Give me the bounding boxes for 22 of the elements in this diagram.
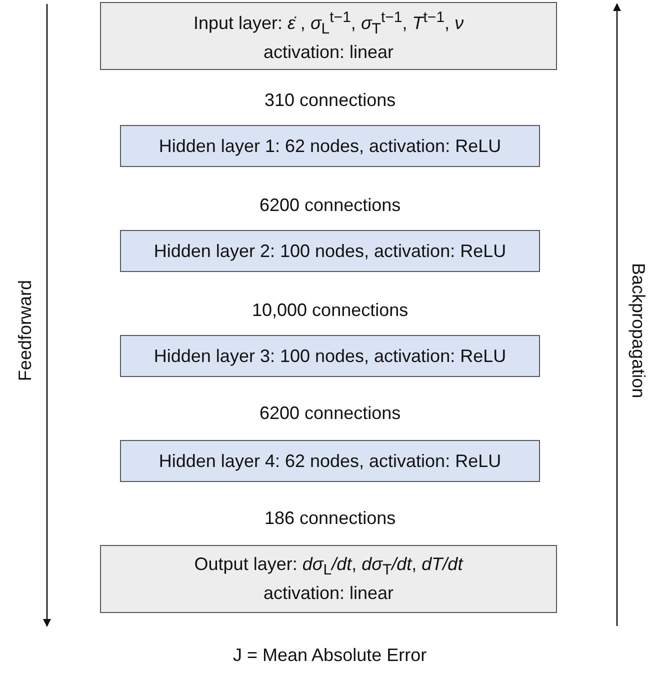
layer-box — [100, 545, 557, 613]
layer-box — [120, 440, 540, 482]
direction-label: Backpropagation — [628, 262, 648, 398]
connection-count: 6200 connections — [260, 402, 401, 424]
activation-label: activation: linear — [263, 40, 394, 64]
layer-box — [120, 230, 540, 272]
connection-count: 186 connections — [264, 508, 396, 528]
connection-count: 10,000 connections — [252, 300, 408, 320]
layer-title: Hidden layer 1: 62 nodes, activation: ReLU — [158, 134, 502, 158]
layer-box — [120, 125, 540, 167]
layer-box — [120, 335, 540, 377]
layer-title: Hidden layer 2: 100 nodes, activation: ReLU — [154, 240, 506, 263]
layer-title: Hidden layer 4: 62 nodes, activation: ReLU — [158, 450, 502, 473]
direction-label: Feedforward — [14, 280, 36, 381]
loss-label: J = Mean Absolute Error — [233, 644, 427, 666]
layer-title: Input layer: ε̇ , σ$_{L}$$^{t−1}$, σ$_{T}$$^{t−1}$, T$^{t−1}$, ν — [193, 8, 464, 40]
activation-label: activation: linear — [263, 582, 394, 606]
layer-title: Hidden layer 3: 100 nodes, activation: ReLU — [154, 344, 506, 368]
layer-title: Output layer: dσ$_{L}$/dt, dσ$_{T}$/dt, dT/dt — [194, 553, 463, 582]
layer-box — [100, 2, 557, 70]
connection-count: 310 connections — [264, 90, 396, 110]
connection-count: 6200 connections — [260, 194, 401, 216]
